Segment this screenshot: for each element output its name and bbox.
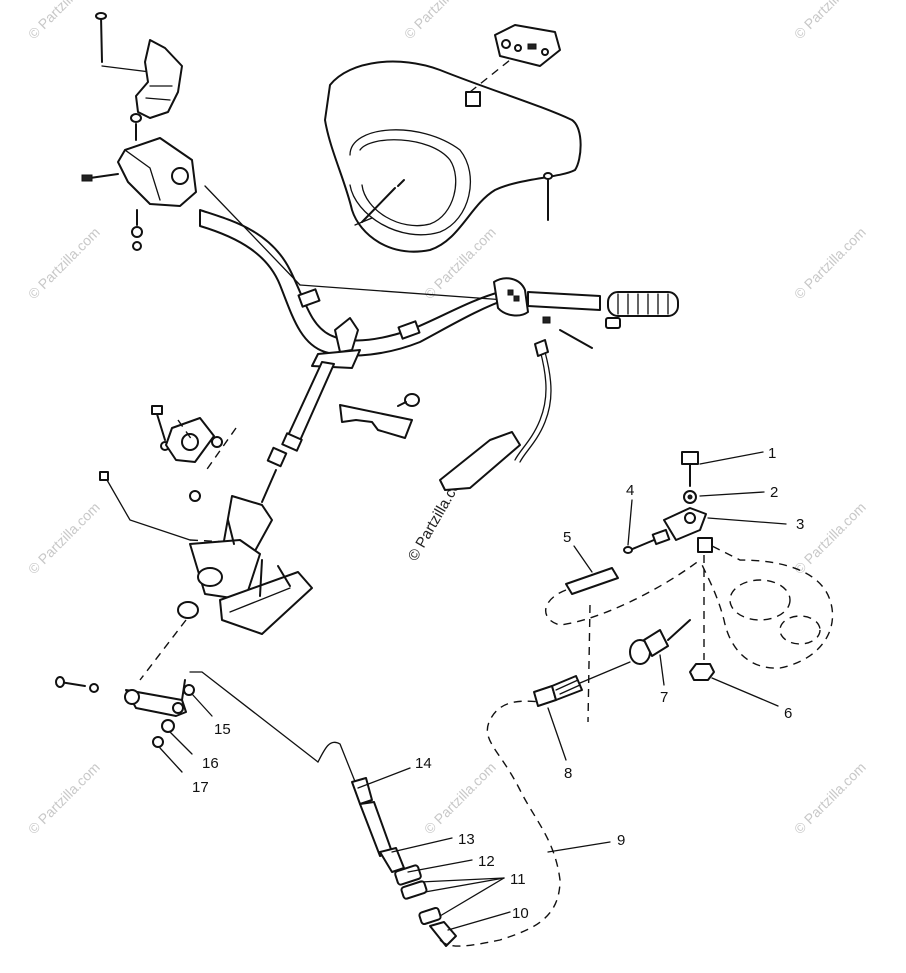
callout-labels: 1 2 3 4 5 6 7 8 9 10 11 12 13 14 15 16 1… — [192, 445, 804, 922]
callout-13: 13 — [458, 831, 475, 848]
steering-pad — [324, 24, 582, 253]
watermark: © Partzilla.com — [791, 0, 869, 42]
callout-6: 6 — [784, 705, 792, 722]
cable-adjuster — [533, 604, 691, 723]
lower-steering-bracket — [99, 471, 313, 635]
callout-12: 12 — [478, 853, 495, 870]
tether-cord — [439, 339, 552, 491]
callout-17: 17 — [192, 779, 209, 796]
pitman-arm — [55, 619, 213, 773]
callout-7: 7 — [660, 689, 668, 706]
watermark: © Partzilla.com — [791, 759, 869, 837]
callout-8: 8 — [564, 765, 572, 782]
watermark: © Partzilla.com — [401, 0, 479, 42]
callout-1: 1 — [768, 445, 776, 462]
watermark: © Partzilla.com — [791, 499, 869, 577]
callout-5: 5 — [563, 529, 571, 546]
callout-15: 15 — [214, 721, 231, 738]
watermark: © Partzilla.com — [421, 759, 499, 837]
callout-10: 10 — [512, 905, 529, 922]
leader-lines — [357, 451, 787, 931]
watermark: © Partzilla.com — [791, 224, 869, 302]
callout-14: 14 — [415, 755, 432, 772]
callout-2: 2 — [770, 484, 778, 501]
throttle-cable — [189, 671, 561, 947]
steering-post — [261, 361, 335, 503]
center-bracket — [339, 393, 420, 439]
throttle-housing — [81, 137, 197, 251]
right-linkage — [545, 451, 834, 681]
callout-9: 9 — [617, 832, 625, 849]
top-bracket-assembly — [95, 12, 183, 141]
mount-plate — [151, 405, 237, 502]
watermark: © Partzilla.com — [25, 759, 103, 837]
watermark: © Partzilla.com — [25, 224, 103, 302]
callout-16: 16 — [202, 755, 219, 772]
callout-3: 3 — [796, 516, 804, 533]
callout-4: 4 — [626, 482, 634, 499]
callout-11: 11 — [510, 871, 526, 888]
watermark: © Partzilla.com — [25, 499, 103, 577]
watermark: © Partzilla.com — [25, 0, 103, 42]
right-control-and-grip — [493, 277, 679, 349]
